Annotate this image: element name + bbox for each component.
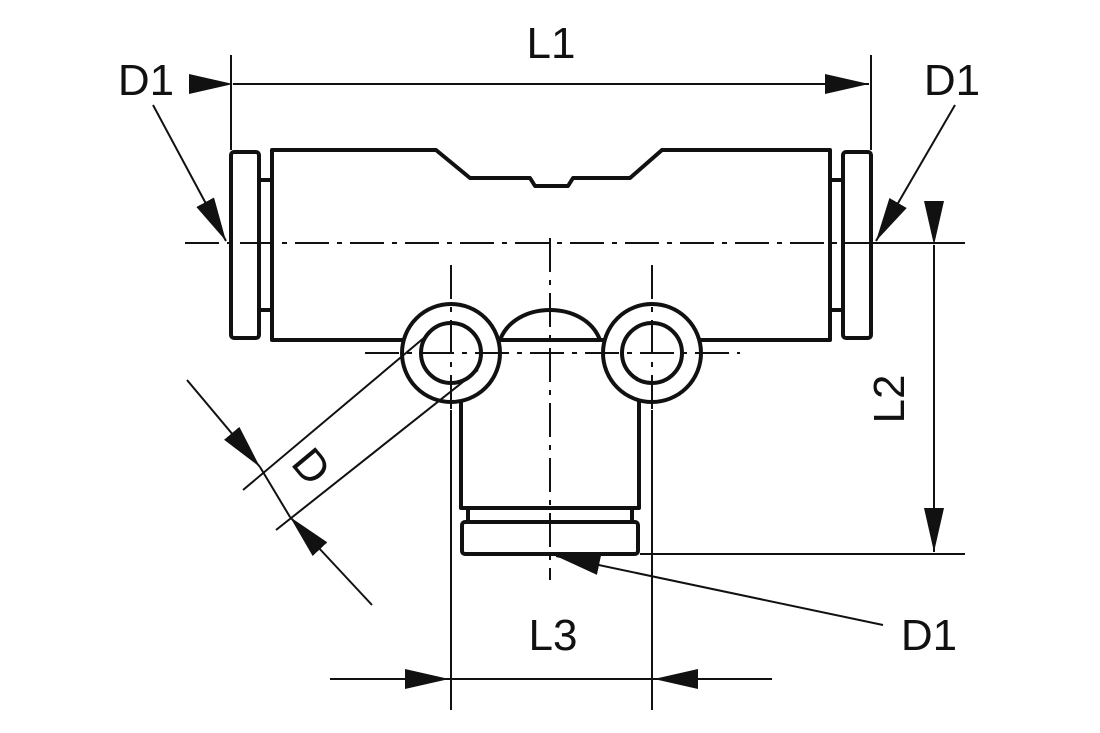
l3-label: L3 [529, 611, 578, 660]
d1-left-label: D1 [118, 56, 174, 105]
d1-right-label: D1 [924, 56, 980, 105]
l1-label: L1 [527, 19, 576, 68]
l2-label: L2 [865, 375, 914, 424]
d1-right-leader: D1 [875, 56, 980, 242]
left-collet [229, 150, 274, 340]
d1-bottom-leader: D1 [555, 555, 957, 660]
center-lines [185, 238, 965, 580]
dimension-l1: L1 [189, 19, 872, 150]
d1-left-leader: D1 [118, 56, 227, 242]
dimension-l3: L3 [330, 410, 772, 710]
right-collet [828, 150, 873, 340]
d1-bottom-label: D1 [901, 611, 957, 660]
dimension-l2: L2 [640, 201, 965, 555]
